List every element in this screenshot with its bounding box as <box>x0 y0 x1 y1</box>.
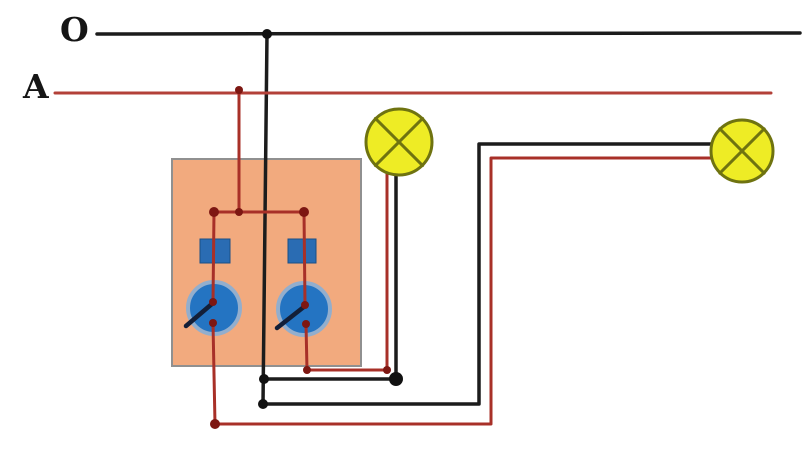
junction-switch2-out <box>302 320 310 328</box>
switch1-feed-wire <box>211 210 216 304</box>
junction-feed-bus-left <box>209 207 219 217</box>
switch-lever-1 <box>183 300 216 329</box>
neutral-drop-wire <box>261 32 269 406</box>
switch2-to-lamp1-wire <box>304 172 389 372</box>
junction-switch1-in <box>209 298 217 306</box>
junction-neutral-bus <box>262 29 272 39</box>
junction-lamp1-neutral <box>389 372 403 386</box>
lamp2-neutral-link-wire <box>261 142 713 406</box>
neutral-bus-label: O <box>60 10 89 49</box>
junction-feed-bus-right <box>299 207 309 217</box>
junction-feed-bus-mid <box>235 208 243 216</box>
switch1-to-lamp2-wire <box>211 156 714 426</box>
junction-lamp1-phase <box>383 366 391 374</box>
switch2-feed-wire <box>302 210 307 307</box>
lamp-icon-2-cross-b <box>718 127 766 175</box>
junction-lamp2-branch <box>258 399 268 409</box>
junction-phase-bus <box>235 86 243 94</box>
terminal-block-2 <box>287 238 317 264</box>
junction-switch2-turn <box>303 366 311 374</box>
junction-switch2-in <box>301 301 309 309</box>
phase-bus-label: A <box>23 67 49 106</box>
lamp-icon-1-cross-b <box>373 116 425 168</box>
switch-lever-2 <box>274 303 308 331</box>
junction-lamp2-phase-turn <box>210 419 220 429</box>
junction-switch1-out <box>209 319 217 327</box>
neutral-bus-wire <box>95 31 802 36</box>
junction-lamp1-branch <box>259 374 269 384</box>
